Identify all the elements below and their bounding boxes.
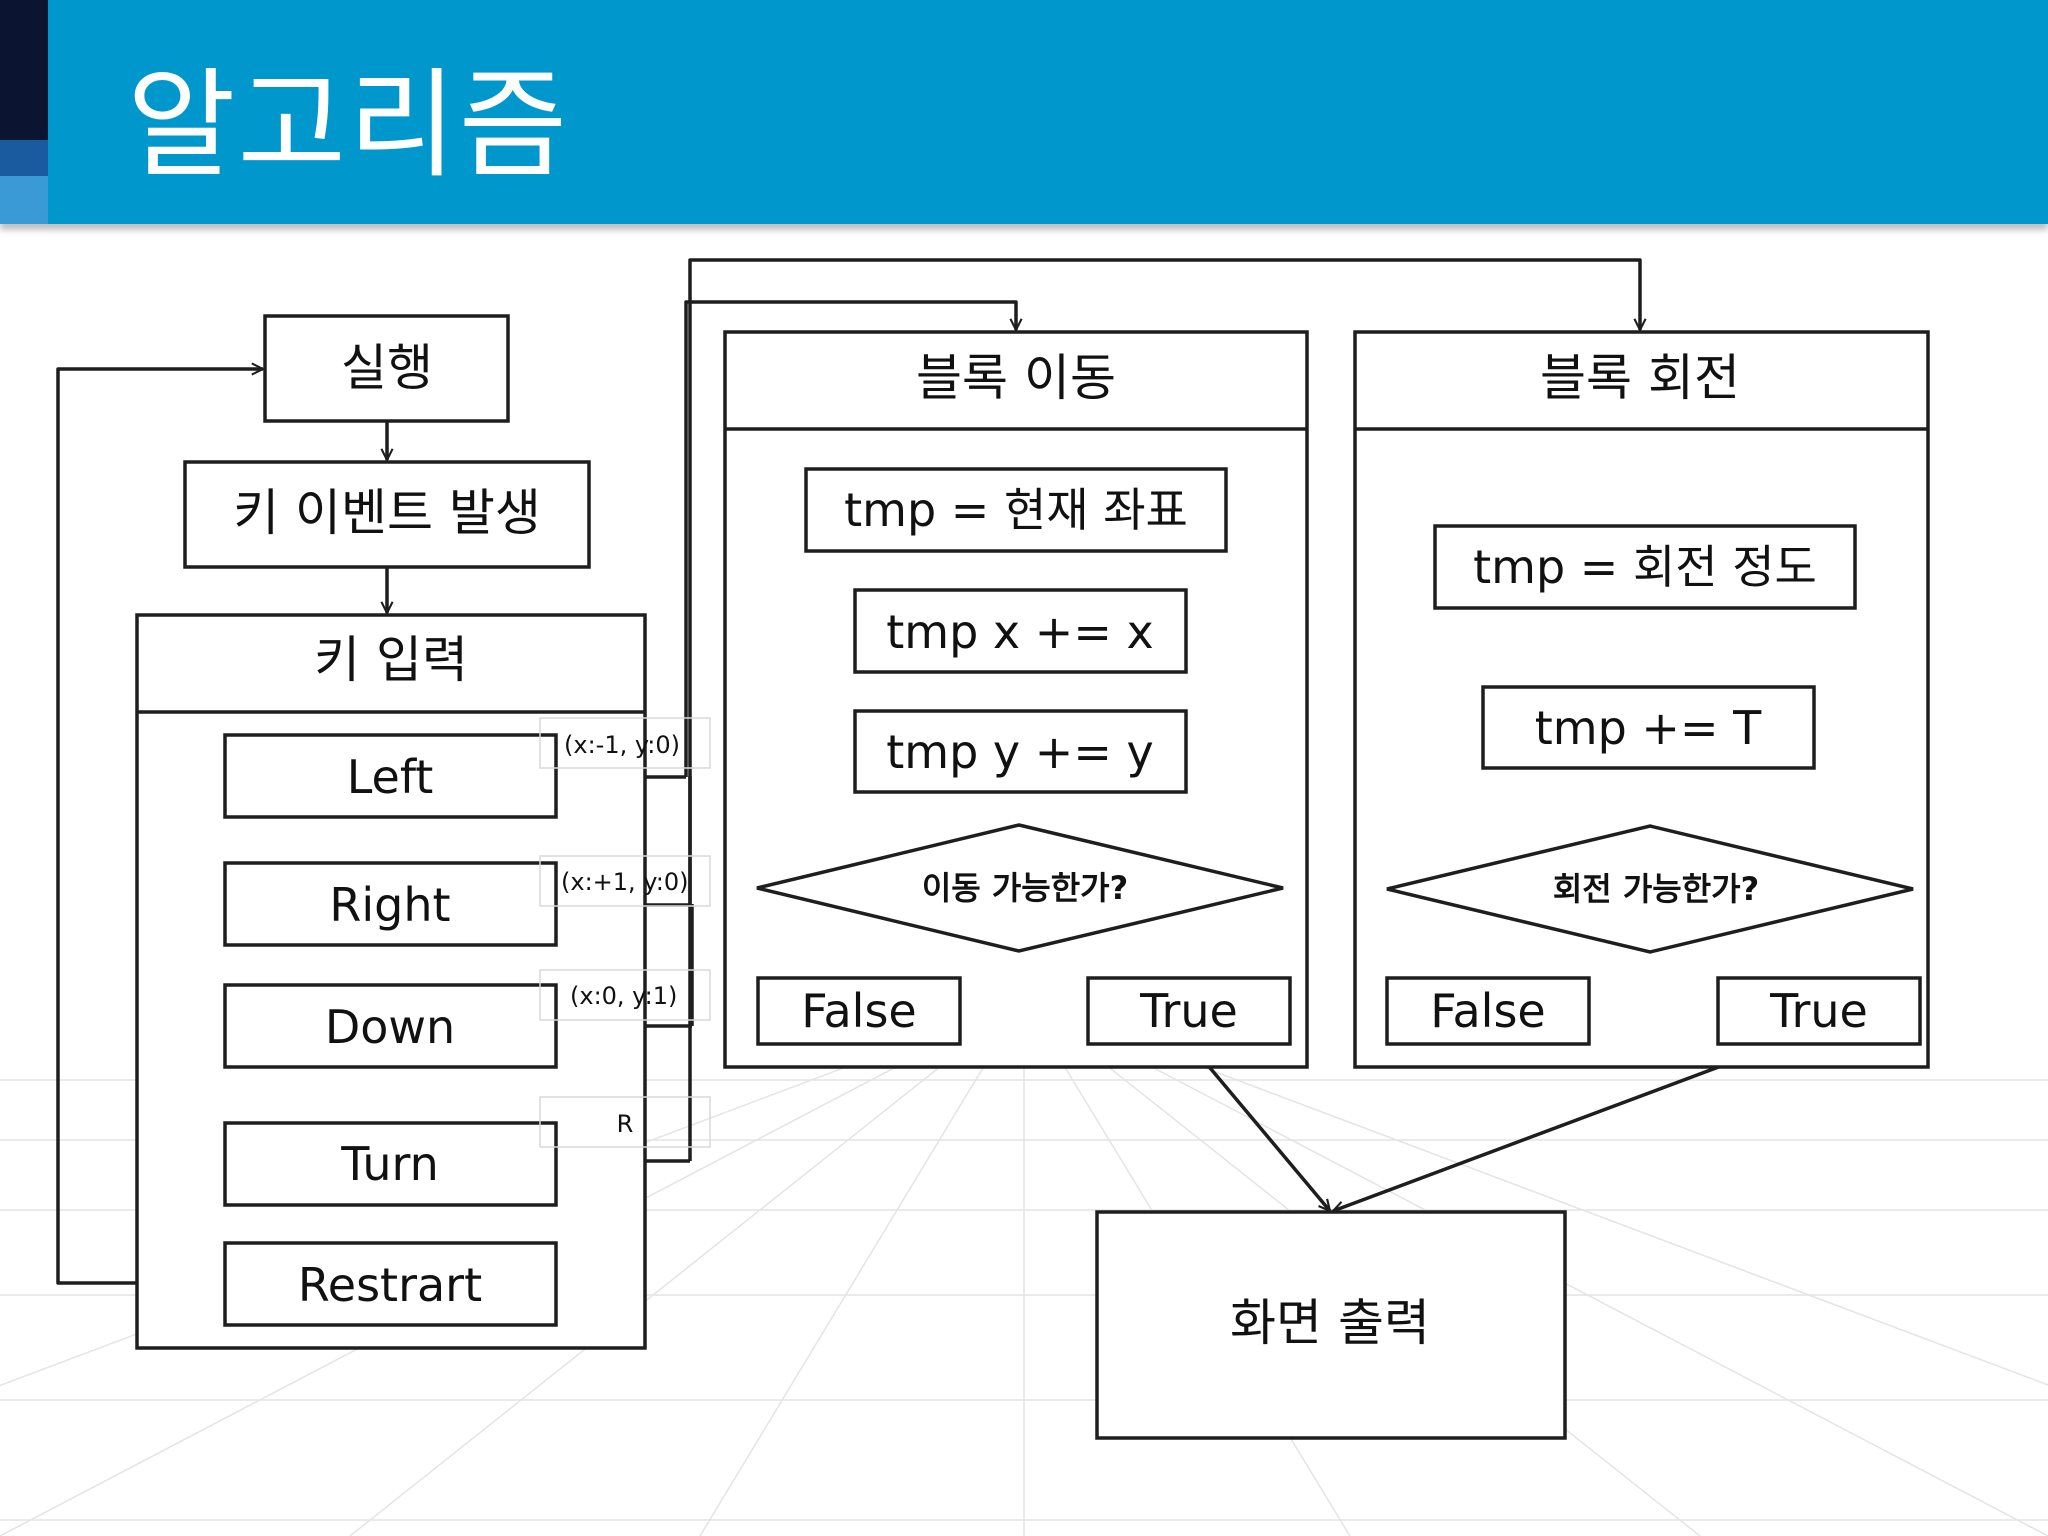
node-rot-add: tmp += T xyxy=(1481,685,1816,770)
header-accent xyxy=(0,140,48,176)
node-key-event: 키 이벤트 발생 xyxy=(183,460,591,569)
node-rot-check: 회전 가능한가? xyxy=(1386,824,1914,954)
node-rot-tmp: tmp = 회전 정도 xyxy=(1433,524,1857,610)
svg-text:tmp += T: tmp += T xyxy=(1535,701,1762,755)
edge-rot-true-screen xyxy=(1333,1042,1781,1211)
svg-text:R: R xyxy=(617,1110,634,1138)
node-turn: Turn xyxy=(223,1121,558,1207)
svg-text:(x:0, y:1): (x:0, y:1) xyxy=(570,982,677,1010)
node-right-label: Right xyxy=(329,878,450,932)
edge-to-block-move-inner xyxy=(684,300,1016,777)
node-down-label: Down xyxy=(325,1000,455,1054)
svg-text:회전 가능한가?: 회전 가능한가? xyxy=(1553,870,1759,908)
node-left: Left xyxy=(223,733,558,819)
node-run-label: 실행 xyxy=(341,339,433,397)
node-right: Right xyxy=(223,861,558,947)
svg-text:(x:-1, y:0): (x:-1, y:0) xyxy=(564,731,680,759)
title-bar: 알고리즘 xyxy=(0,0,2048,224)
node-run: 실행 xyxy=(263,314,510,423)
node-rot-false: False xyxy=(1385,976,1591,1046)
node-block-rotate-label: 블록 회전 xyxy=(1540,349,1740,407)
node-down: Down xyxy=(223,983,558,1069)
node-move-false: False xyxy=(756,976,962,1046)
edge-label-turn: R xyxy=(539,1096,711,1148)
svg-text:False: False xyxy=(801,984,916,1038)
edge-label-down: (x:0, y:1) xyxy=(539,969,711,1021)
node-move-x: tmp x += x xyxy=(853,588,1188,674)
svg-text:tmp y += y: tmp y += y xyxy=(886,725,1153,779)
edge-move-true-screen xyxy=(1188,1042,1330,1211)
node-key-input-label: 키 입력 xyxy=(314,631,468,689)
node-key-event-label: 키 이벤트 발생 xyxy=(233,484,541,542)
node-turn-label: Turn xyxy=(340,1137,439,1191)
slide-title: 알고리즘 xyxy=(127,56,570,194)
node-screen-output: 화면 출력 xyxy=(1095,1210,1567,1440)
svg-text:True: True xyxy=(1769,984,1868,1038)
node-move-true: True xyxy=(1086,976,1292,1046)
node-block-move-label: 블록 이동 xyxy=(916,349,1116,407)
node-move-check: 이동 가능한가? xyxy=(756,823,1284,953)
svg-text:True: True xyxy=(1139,984,1238,1038)
node-left-label: Left xyxy=(347,750,434,804)
node-move-y: tmp y += y xyxy=(853,709,1188,794)
svg-text:화면 출력: 화면 출력 xyxy=(1230,1294,1430,1352)
node-key-input: 키 입력 xyxy=(135,613,647,1350)
svg-text:False: False xyxy=(1430,984,1545,1038)
svg-text:이동 가능한가?: 이동 가능한가? xyxy=(922,869,1128,907)
svg-text:tmp = 회전 정도: tmp = 회전 정도 xyxy=(1473,540,1817,594)
edge-label-right: (x:+1, y:0) xyxy=(539,855,711,907)
node-block-move: 블록 이동 xyxy=(723,330,1309,1069)
node-restart: Restrart xyxy=(223,1241,558,1327)
svg-text:tmp x += x: tmp x += x xyxy=(886,605,1153,659)
node-move-tmp: tmp = 현재 좌표 xyxy=(804,467,1228,553)
svg-text:tmp = 현재 좌표: tmp = 현재 좌표 xyxy=(844,483,1188,537)
svg-text:(x:+1, y:0): (x:+1, y:0) xyxy=(561,868,688,896)
header-accent xyxy=(0,0,48,140)
header-accent xyxy=(0,176,48,224)
edge-label-left: (x:-1, y:0) xyxy=(539,717,711,769)
node-rot-true: True xyxy=(1716,976,1922,1046)
node-restart-label: Restrart xyxy=(298,1258,482,1312)
edge-to-block-rotate xyxy=(688,258,1640,1161)
